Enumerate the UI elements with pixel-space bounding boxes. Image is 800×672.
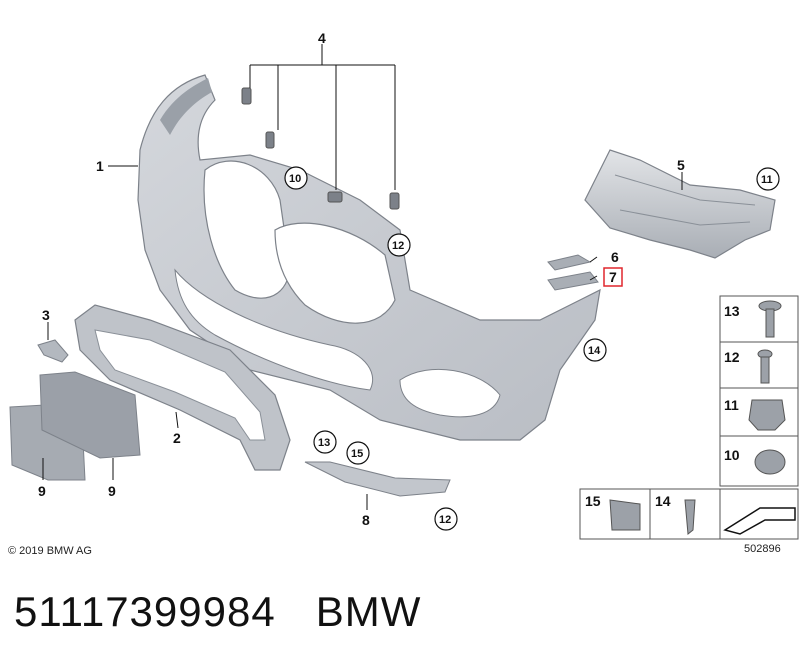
label-bumper: 1 — [96, 158, 104, 174]
callout-10: 10 — [289, 173, 301, 185]
copyright-text: © 2019 BMW AG — [8, 545, 92, 557]
panel-15: 15 — [585, 493, 601, 509]
panel-11: 11 — [724, 397, 739, 413]
label-lower-grille: 2 — [173, 430, 181, 446]
clips — [241, 87, 400, 210]
label-plate-right: 9 — [108, 483, 116, 499]
screw-14-icon — [684, 499, 696, 535]
trim-strip — [304, 461, 451, 497]
callout-12-top: 12 — [392, 240, 404, 252]
callout-15: 15 — [351, 448, 363, 460]
panel-10: 10 — [724, 447, 740, 463]
bumper-carrier — [584, 149, 776, 259]
callout-11: 11 — [761, 174, 773, 186]
clip-15-icon — [609, 499, 641, 531]
panel-13: 13 — [724, 303, 740, 319]
fastener-panel — [579, 295, 799, 540]
callout-12-bottom: 12 — [439, 514, 451, 526]
panel-12: 12 — [724, 349, 740, 365]
washer-bolt-10-icon — [754, 449, 786, 475]
highlight-box — [603, 267, 623, 287]
footer-part-line: 51117399984 BMW — [14, 588, 461, 636]
part-number: 51117399984 — [14, 588, 276, 635]
label-guide-lower: 7 — [609, 269, 617, 285]
label-carrier: 5 — [677, 157, 685, 173]
label-trim-strip: 8 — [362, 512, 370, 528]
label-plate-left: 9 — [38, 483, 46, 499]
lower-grille — [74, 304, 291, 471]
label-clips: 4 — [318, 30, 326, 46]
callout-13: 13 — [318, 437, 330, 449]
clip-nut-11-icon — [748, 399, 786, 431]
image-number: 502896 — [744, 543, 781, 555]
guide-lower — [547, 271, 599, 291]
label-guide-upper: 6 — [611, 249, 619, 265]
front-bumper — [137, 74, 601, 441]
panel-14: 14 — [655, 493, 671, 509]
plate-right — [39, 371, 141, 459]
label-small-bracket: 3 — [42, 307, 50, 323]
callout-14: 14 — [588, 345, 601, 357]
direction-arrow-icon — [723, 507, 796, 535]
guide-upper — [547, 254, 592, 271]
brand-name: BMW — [315, 588, 422, 635]
small-bracket — [37, 339, 69, 363]
